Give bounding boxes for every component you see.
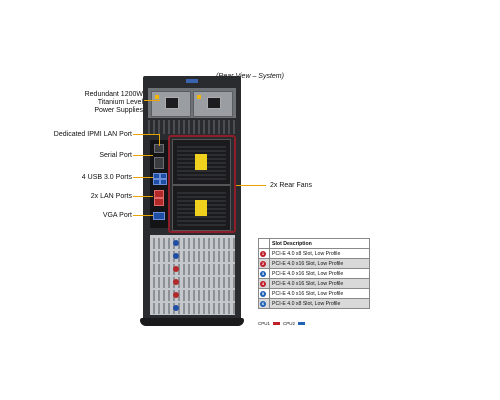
psu-label: Redundant 1200W Titanium Level Power Sup… [70,91,143,115]
slot-number-badge: 6 [260,300,266,307]
legend-cpu2-label: CPU2 [283,321,296,326]
usb-port [160,179,167,185]
power-supply-2 [193,91,233,117]
vga-label: VGA Port [102,212,132,219]
vent-grill [148,120,236,134]
ipmi-label: Dedicated IPMI LAN Port [53,131,132,138]
slot-number-badge: 3 [260,270,266,277]
slot-description: PCI-E 4.0 x16 Slot, Low Profile [269,288,370,299]
lan-label: 2x LAN Ports [90,193,132,200]
rear-fan-2 [172,185,231,231]
cpu-legend: CPU1 CPU2 [258,321,306,326]
slot-bracket [150,303,235,314]
slot-number-badge: 5 [260,290,266,297]
slot-bracket [150,238,235,249]
serial-port [154,157,164,169]
usb-port [153,173,160,179]
slot-description: PCI-E 4.0 x8 Slot, Low Profile [269,298,370,309]
slot-bracket [150,264,235,275]
lan-port [154,198,164,206]
usb-port [160,173,167,179]
chassis-feet [140,318,244,326]
leader-line [133,196,153,197]
io-panel [150,140,168,228]
slot-bracket [150,251,235,262]
usb-label: 4 USB 3.0 Ports [81,174,132,181]
fan-bracket [168,135,236,233]
slot-description: PCI-E 4.0 x16 Slot, Low Profile [269,268,370,279]
slot-description: PCI-E 4.0 x16 Slot, Low Profile [269,258,370,269]
slot-description: PCI-E 4.0 x16 Slot, Low Profile [269,278,370,289]
leader-line [133,155,153,156]
leader-line [133,177,153,178]
leader-line [133,215,153,216]
table-header: Slot Description [269,238,370,249]
leader-line [236,185,266,186]
slot-number-badge: 4 [260,280,266,287]
table-header-row: Slot Description [258,238,370,249]
psu-label-line3: Power Supplies [94,107,143,114]
serial-label: Serial Port [99,152,132,159]
slot-bracket [150,290,235,301]
psu-label-line2: Titanium Level [97,99,143,106]
leader-line [133,134,160,135]
slot-description: PCI-E 4.0 x8 Slot, Low Profile [269,248,370,259]
slot-number-badge: 2 [260,260,266,267]
chassis-handle-icon [186,79,198,83]
slot-bracket [150,277,235,288]
power-plug-icon [165,97,179,109]
fans-label: 2x Rear Fans [270,182,313,189]
usb-port [153,179,160,185]
vga-port [153,212,165,220]
lan-port [154,190,164,198]
slot-number-badge: 1 [260,250,266,257]
expansion-slots [150,235,235,315]
view-caption: (Rear View – System) [216,73,284,80]
legend-cpu2-swatch [298,322,306,325]
leader-line [159,134,160,146]
power-supply-1 [151,91,191,117]
leader-line [144,100,160,101]
legend-cpu1-label: CPU1 [258,321,271,326]
power-plug-icon [207,97,221,109]
psu-label-line1: Redundant 1200W [84,91,143,98]
legend-cpu1-swatch [273,322,281,325]
rear-fan-1 [172,139,231,185]
